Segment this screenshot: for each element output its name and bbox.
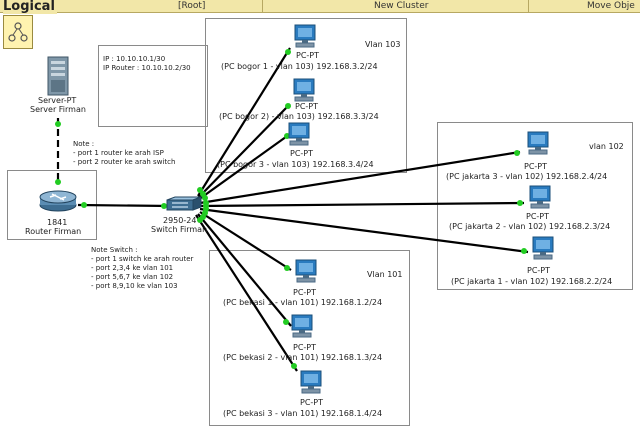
switch-note-line: - port 5,6,7 ke vlan 102 [91,273,174,281]
switch-note-title: Note Switch : [91,246,138,254]
pc-name-label: (PC bogor 1 - vlan 103) 192.168.3.2/24 [221,62,378,71]
pc-type-label: PC-PT [293,288,317,297]
router-name-label: Router Firman [25,227,82,236]
pc-type-label: PC-PT [527,266,551,275]
toolbar-divider [528,0,529,12]
move-object-button[interactable]: Move Obje [587,1,635,11]
link-bekasi1[interactable] [199,211,292,271]
pc-icon[interactable] [291,78,317,102]
router-note-title: Note : [73,140,95,148]
router-icon[interactable] [38,189,78,213]
workspace-toolbar: [Root] New Cluster Move Obje [0,0,640,13]
pc-icon[interactable] [298,370,324,394]
pc-type-label: PC-PT [300,398,324,407]
link-jakarta2[interactable] [199,201,525,208]
switch-note-line: - port 8,9,10 ke vlan 103 [91,282,178,290]
server-name-label: Server Firman [30,105,86,114]
link-bekasi3[interactable] [195,214,298,372]
pc-name-label: (PC jakarta 1 - vlan 102) 192.168.2.2/24 [451,277,613,286]
router-switch-link[interactable] [77,203,171,208]
vlan102-box [437,122,633,290]
pc-name-label: (PC jakarta 3 - vlan 102) 192.168.2.4/24 [446,172,608,181]
vlan103-box [205,18,407,173]
pc-name-label: (PC bogor 2) - vlan 103) 192.168.3.3/24 [219,112,379,121]
pc-name-label: (PC bekasi 1 - vlan 101) 192.168.1.2/24 [223,298,383,307]
pc-icon[interactable] [286,122,312,146]
pc-type-label: PC-PT [526,212,550,221]
pc-icon[interactable] [292,24,318,48]
link-bogor2[interactable] [197,103,291,199]
pc-name-label: (PC jakarta 2 - vlan 102) 192.168.2.3/24 [449,222,611,231]
pc-icon[interactable] [530,236,556,260]
toolbar-divider [262,0,263,12]
router-ip-line: IP Router : 10.10.10.2/30 [103,64,191,72]
router-model-label: 1841 [47,218,68,227]
switch-model-label: 2950-24 [163,216,197,225]
link-jakarta1[interactable] [199,207,529,254]
pc-type-label: PC-PT [524,162,548,171]
pc-type-label: PC-PT [293,343,317,352]
pc-name-label: (PC bekasi 2 - vlan 101) 192.168.1.3/24 [223,353,383,362]
pc-type-label: PC-PT [295,102,319,111]
switch-note-line: - port 2,3,4 ke vlan 101 [91,264,174,272]
link-bogor3[interactable] [197,133,291,201]
link-bekasi2[interactable] [197,213,292,327]
root-button[interactable]: [Root] [178,1,206,11]
pc-icon[interactable] [289,314,315,338]
logical-mode-title[interactable]: Logical [3,0,57,14]
pc-name-label: (PC bekasi 3 - vlan 101) 192.168.1.4/24 [223,409,383,418]
router-note-line: - port 2 router ke arah switch [73,158,176,166]
server-area-box [98,45,208,127]
server-ip-line: IP : 10.10.10.1/30 [103,55,166,63]
pc-type-label: PC-PT [296,51,320,60]
server-type-label: Server-PT [38,96,77,105]
navigation-cluster-icon[interactable] [3,15,33,49]
pc-icon[interactable] [293,259,319,283]
switch-icon[interactable] [163,196,203,214]
pc-icon[interactable] [525,131,551,155]
link-bogor1[interactable] [197,47,291,197]
vlan103-title: Vlan 103 [365,40,401,49]
link-jakarta3[interactable] [199,150,521,205]
switch-name-label: Switch Firman [151,225,208,234]
pc-type-label: PC-PT [290,149,314,158]
router-note-line: - port 1 router ke arah ISP [73,149,164,157]
vlan101-title: Vlan 101 [367,270,403,279]
server-icon[interactable] [46,56,70,96]
switch-note-line: - port 1 switch ke arah router [91,255,194,263]
vlan102-title: vlan 102 [589,142,624,151]
pc-name-label: (PC bogor 3 - vlan 103) 192.168.3.4/24 [217,160,374,169]
port-status-dots [55,49,527,369]
new-cluster-button[interactable]: New Cluster [374,1,429,11]
pc-icon[interactable] [527,185,553,209]
